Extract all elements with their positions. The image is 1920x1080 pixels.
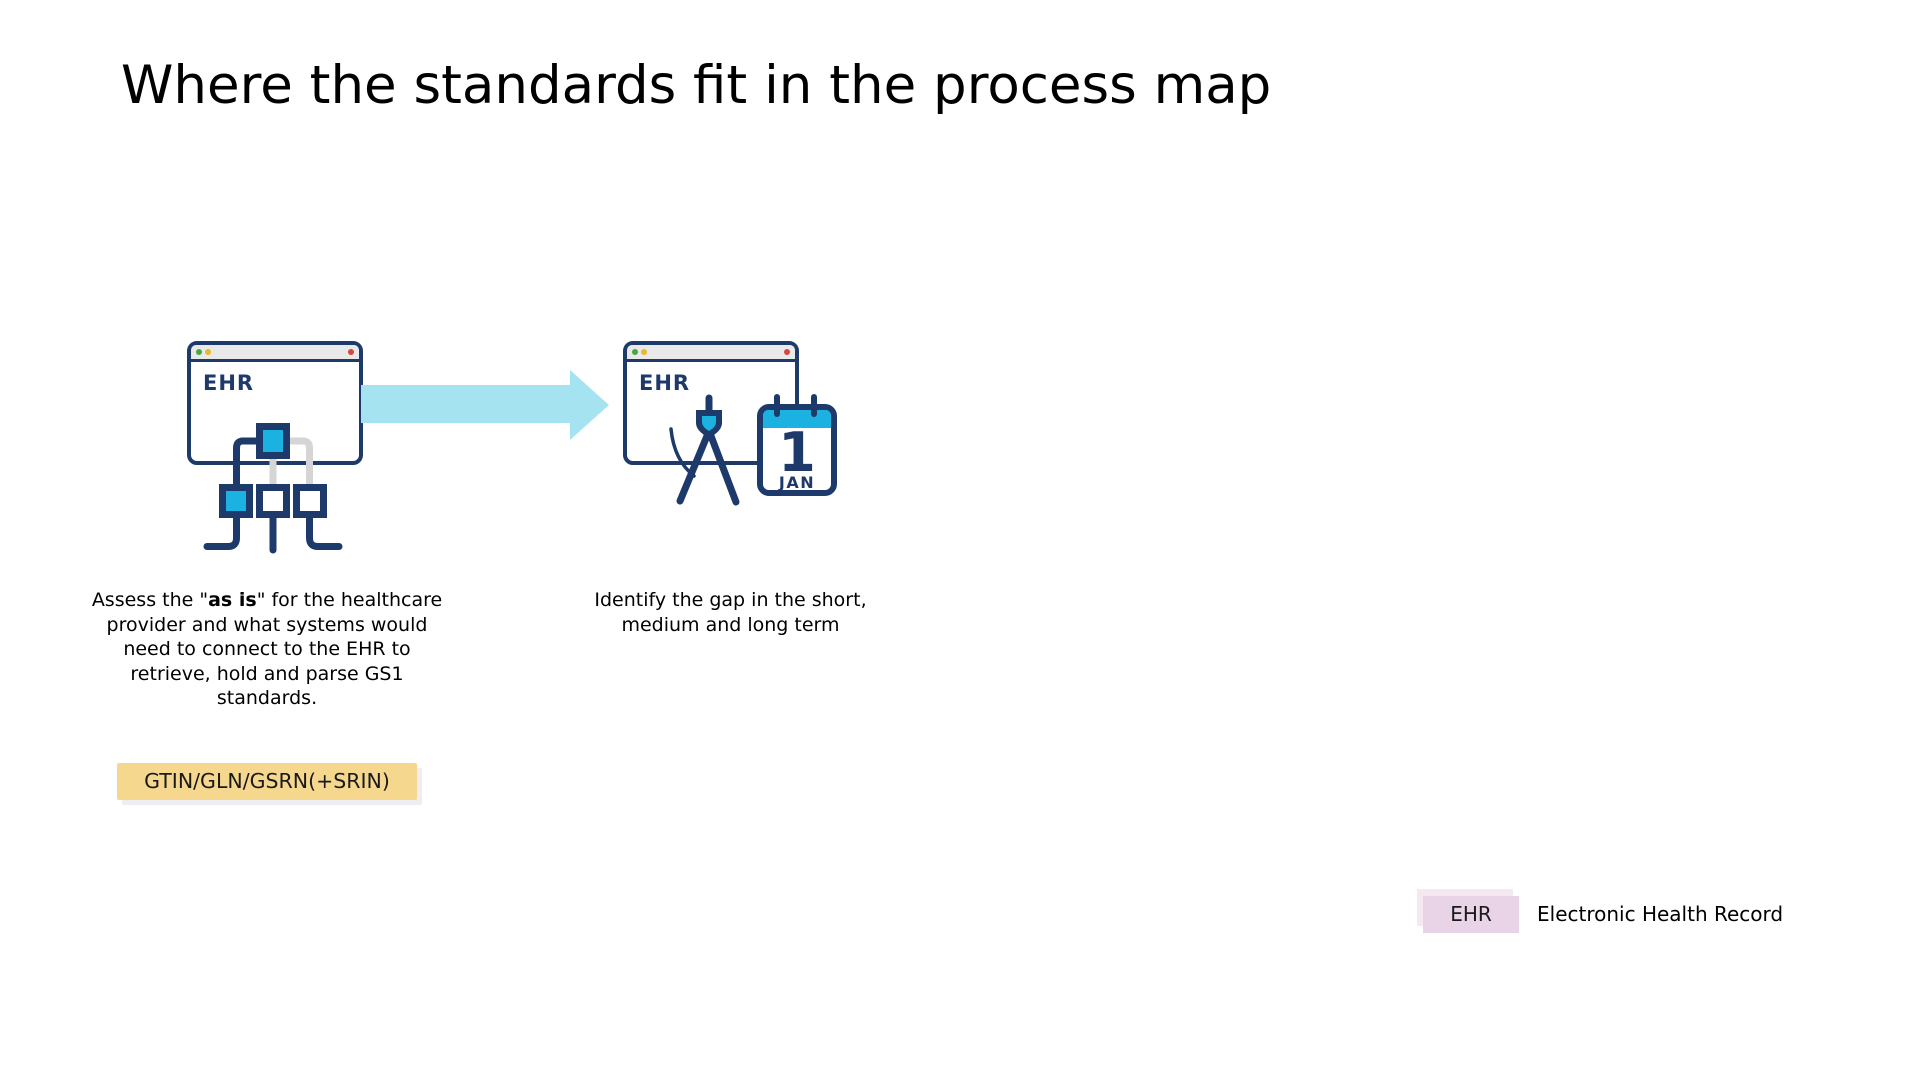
caption-text: Assess the " (91, 589, 209, 611)
calendar-icon: 1 JAN (757, 394, 837, 496)
calendar-month: JAN (778, 473, 815, 492)
step-2-caption: Identify the gap in the short, medium an… (594, 589, 867, 636)
red-dot-icon (784, 349, 790, 355)
green-dot-icon (196, 349, 202, 355)
caption-text: " for the healthcare provider and what s… (106, 589, 443, 709)
red-dot-icon (348, 349, 354, 355)
browser-toolbar (191, 345, 359, 362)
network-icon (203, 423, 343, 554)
standards-tag: GTIN/GLN/GSRN(+SRIN) (117, 763, 417, 800)
compass-icon (669, 394, 740, 506)
yellow-dot-icon (205, 349, 211, 355)
flow-arrow-icon (361, 370, 609, 440)
step-1-caption: Assess the "as is" for the healthcare pr… (86, 588, 448, 711)
browser-toolbar (627, 345, 795, 362)
caption-bold-text: as is (208, 589, 257, 611)
legend-label: Electronic Health Record (1537, 902, 1784, 926)
ehr-window-label: EHR (639, 371, 691, 395)
ehr-window-label: EHR (203, 371, 255, 395)
yellow-dot-icon (641, 349, 647, 355)
green-dot-icon (632, 349, 638, 355)
legend-abbr-chip: EHR (1423, 896, 1519, 933)
page-title: Where the standards fit in the process m… (121, 55, 1272, 116)
calendar-day: 1 (778, 421, 816, 484)
